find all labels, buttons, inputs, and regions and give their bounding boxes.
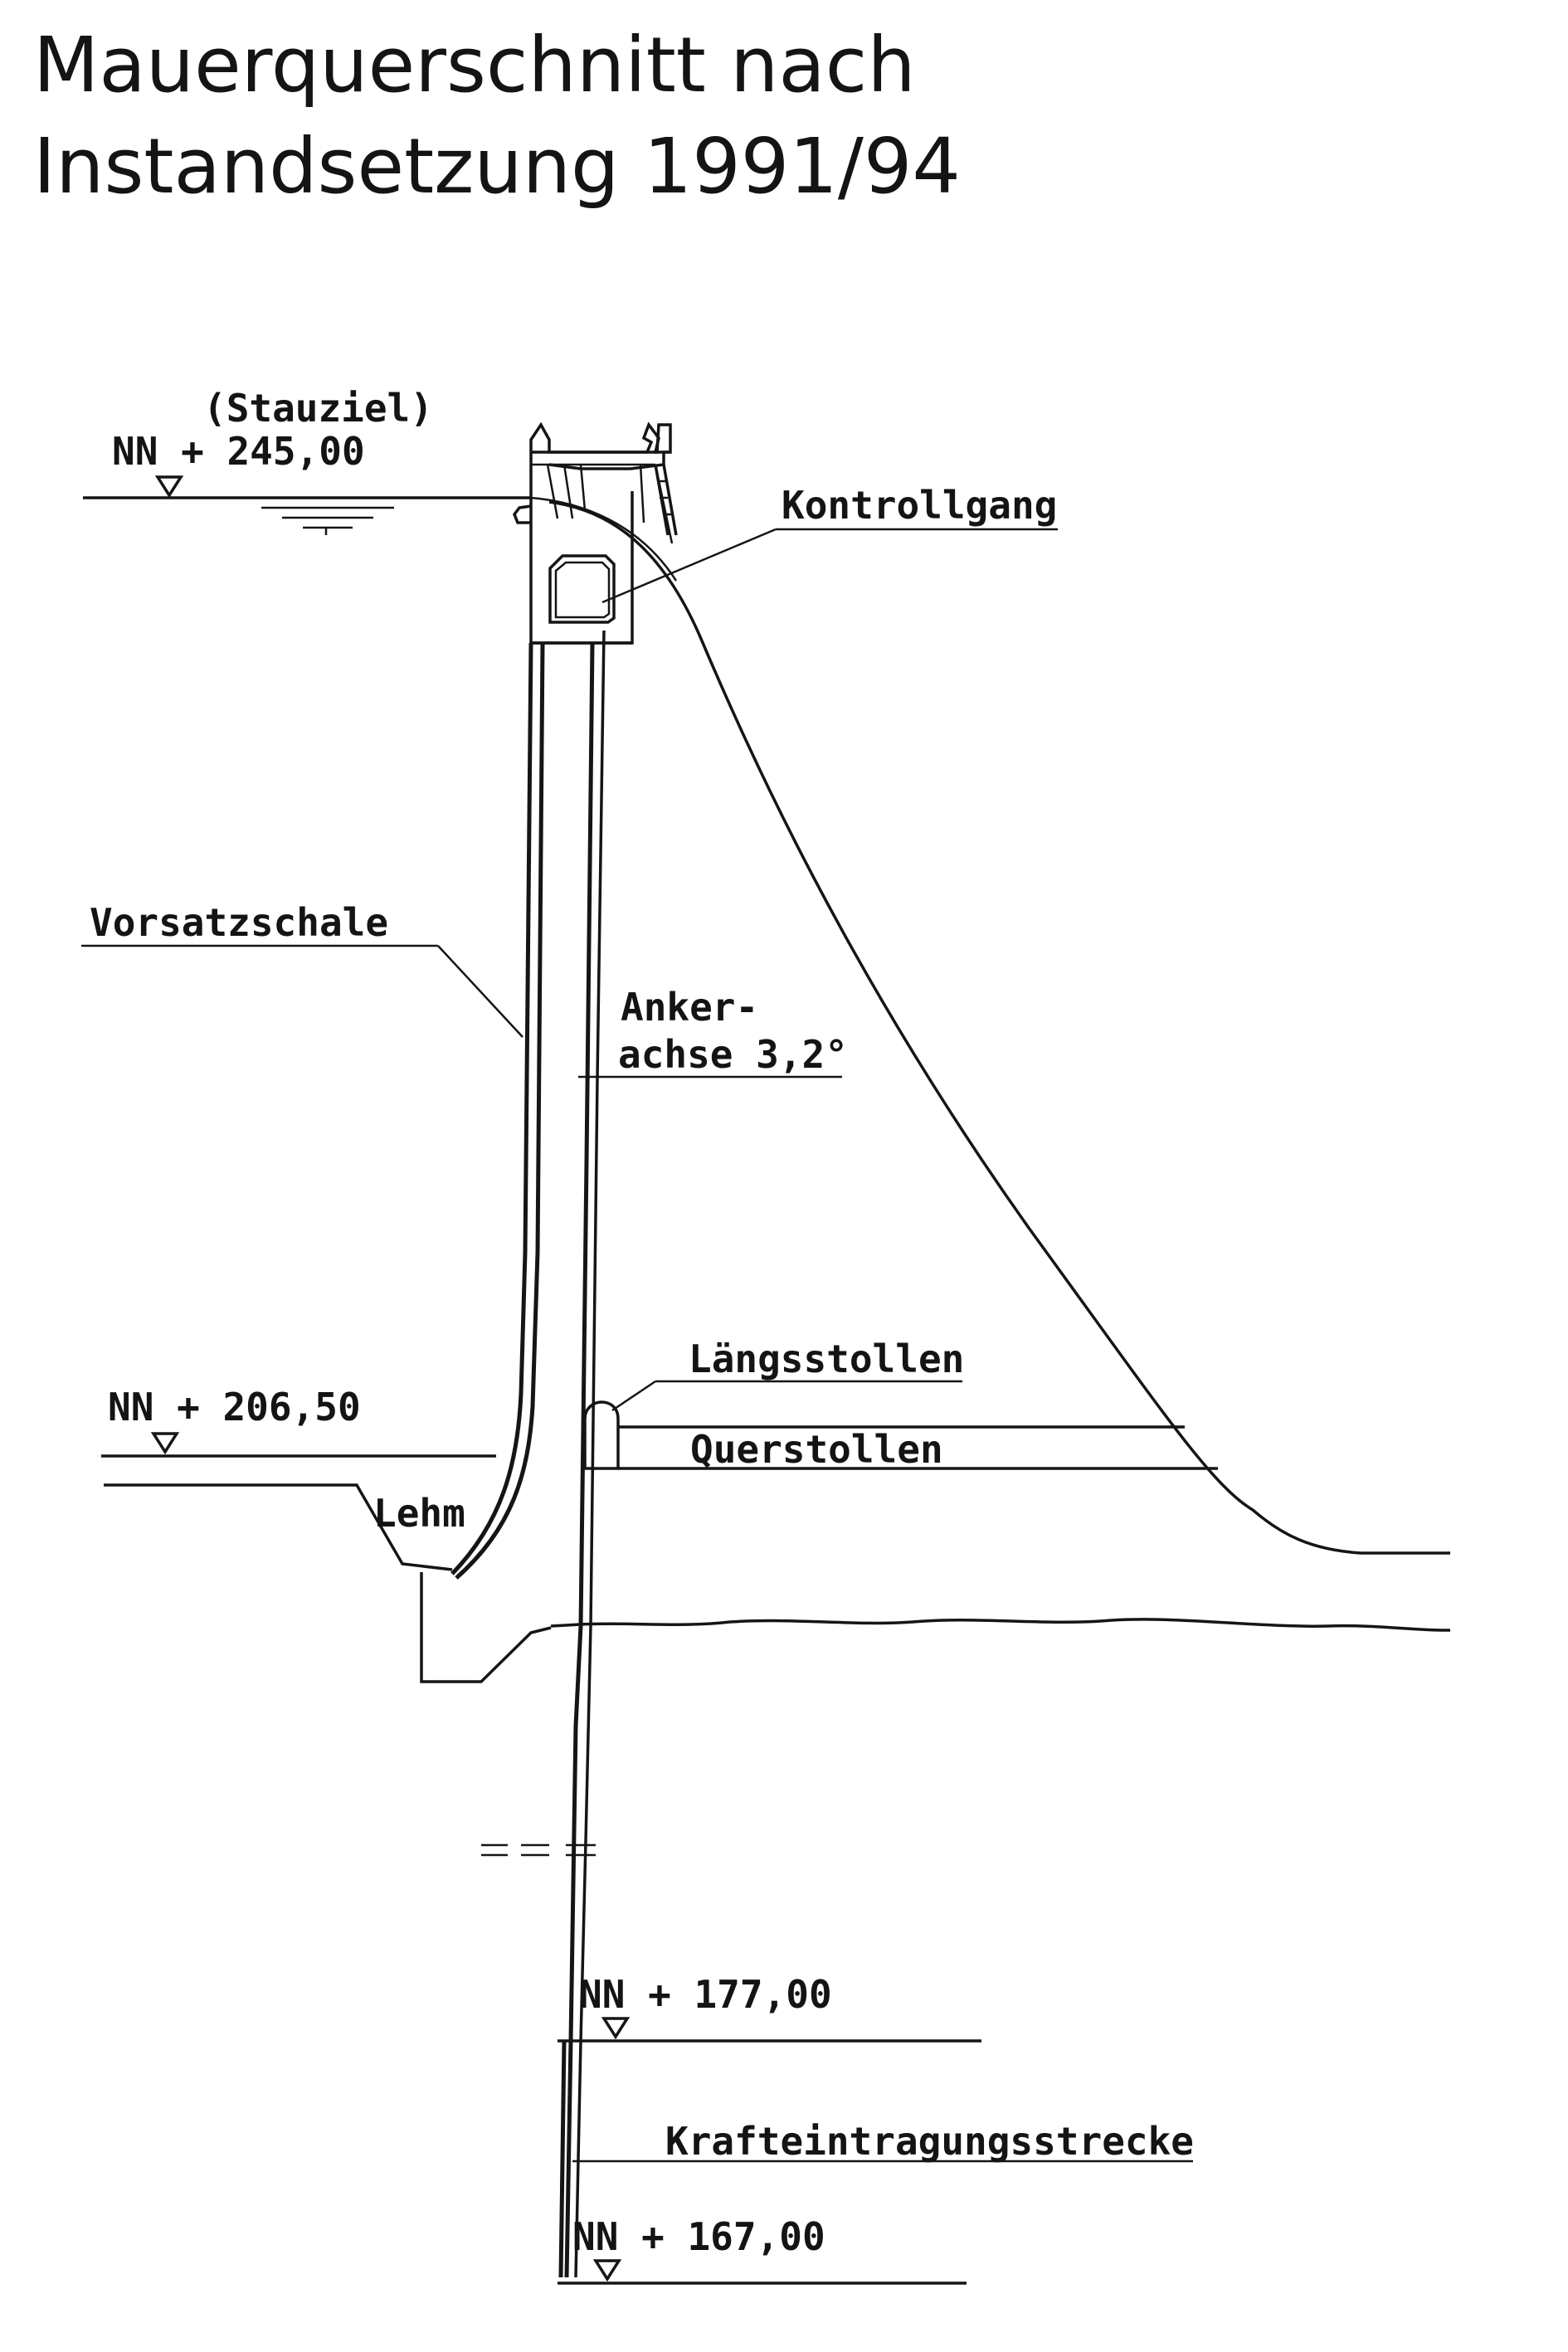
galleries-206: Längsstollen Querstollen: [583, 1337, 1218, 1472]
level-177-label: NN + 177,00: [579, 1972, 832, 2017]
kontrollgang-leader: [601, 528, 777, 604]
crest-outline: [529, 421, 672, 643]
level-177-marker: NN + 177,00: [558, 1972, 981, 2043]
bedrock-line: [550, 1618, 1451, 1632]
krafteintragung-label: Krafteintragungsstrecke: [665, 2119, 1194, 2164]
laengsstollen-leader: [611, 1380, 656, 1412]
laengsstollen-profile: [583, 1400, 620, 1470]
anchor-right-line: [574, 630, 606, 2278]
level-245-triangle: [154, 475, 184, 499]
level-167-label: NN + 167,00: [572, 2214, 825, 2259]
dam-crest: [513, 421, 678, 645]
anchor-break-symbol: [481, 1843, 596, 1857]
crest-block-outline: [531, 491, 634, 645]
level-206-triangle: [150, 1432, 180, 1455]
vorsatzschale-right-edge: [455, 642, 545, 1580]
laengsstollen-label: Längsstollen: [689, 1337, 964, 1381]
querstollen-label: Querstollen: [690, 1427, 943, 1472]
level-245-label: NN + 245,00: [112, 429, 365, 474]
stauziel-label: (Stauziel): [203, 386, 433, 431]
anchor-label-line-2: achse 3,2°: [618, 1032, 848, 1077]
crest-ladder-a: [654, 464, 670, 536]
level-167-marker: NN + 167,00: [558, 2214, 967, 2285]
crest-arc: [530, 496, 678, 582]
level-206-marker: NN + 206,50: [101, 1385, 496, 1571]
vorsatzschale-shell: Vorsatzschale: [81, 642, 545, 1580]
bond-length-segment: [558, 2040, 567, 2278]
reservoir-level-marker: (Stauziel) NN + 245,00: [83, 386, 531, 535]
kontrollgang-gallery: Kontrollgang: [548, 483, 1058, 624]
upstream-terrain: [104, 1483, 453, 1571]
kontrollgang-label: Kontrollgang: [782, 483, 1057, 528]
krafteintragung-marker: Krafteintragungsstrecke: [558, 2040, 1194, 2278]
crest-nose: [513, 504, 532, 524]
crest-rib-3: [579, 464, 587, 511]
title-line-2: Instandsetzung 1991/94: [33, 122, 961, 211]
anchor-left-line: [564, 642, 595, 2278]
foundation: Lehm: [373, 1491, 1451, 1683]
anchor-label-line-1: Anker-: [621, 985, 758, 1030]
title-line-1: Mauerquerschnitt nach: [33, 21, 916, 110]
cutoff-outline: [420, 1572, 552, 1683]
crest-rib-2: [562, 464, 574, 519]
vorsatzschale-left-edge: [450, 642, 533, 1575]
level-177-triangle: [601, 2017, 631, 2040]
crest-rib-4: [639, 464, 645, 523]
vorsatzschale-label: Vorsatzschale: [90, 900, 388, 945]
kontrollgang-outer: [548, 554, 616, 624]
crest-ladder-b: [662, 464, 678, 536]
level-206-label: NN + 206,50: [108, 1385, 361, 1429]
lehm-label: Lehm: [373, 1491, 465, 1536]
kontrollgang-inner: [554, 561, 611, 619]
crest-rib-1: [546, 464, 559, 519]
anchor-axis: Anker- achse 3,2°: [564, 630, 848, 2278]
level-167-triangle: [592, 2259, 622, 2282]
vorsatzschale-leader: [437, 945, 523, 1038]
downstream-face: [548, 500, 1450, 1555]
